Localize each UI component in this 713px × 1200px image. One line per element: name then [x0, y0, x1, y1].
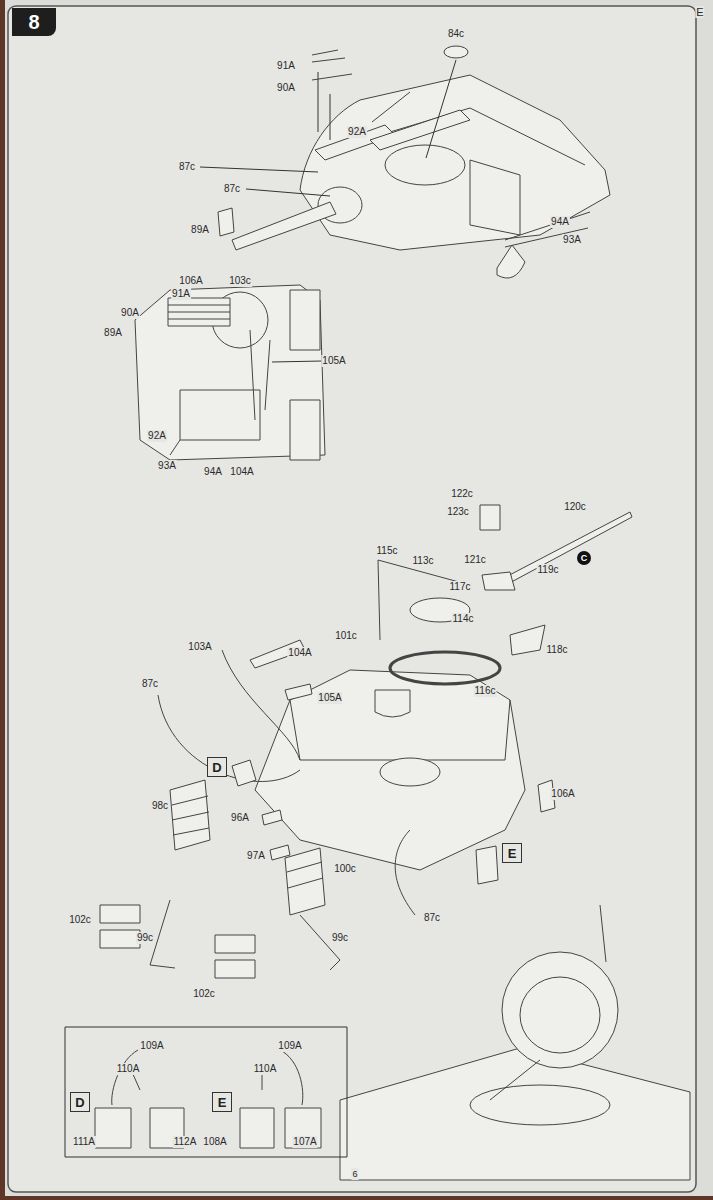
callout-number: 104A	[229, 466, 254, 478]
callout-number: 113c	[412, 555, 435, 567]
callout-number: 104A	[287, 647, 312, 659]
node-text: D	[75, 1095, 84, 1110]
node-text: D	[212, 760, 221, 775]
callout-number: 98c	[151, 800, 169, 812]
page-edge-letter: E	[695, 6, 704, 18]
callout-number: 110A	[253, 1063, 278, 1075]
callout-number: 102c	[192, 988, 216, 1000]
callout-number: 87c	[423, 912, 441, 924]
step-number: 8	[12, 8, 56, 36]
callout-number: 121c	[463, 554, 487, 566]
callout-number: 89A	[103, 327, 123, 339]
callout-number: 106A	[550, 788, 575, 800]
callout-number: 96A	[230, 812, 250, 824]
callout-number: 90A	[276, 82, 296, 94]
callout-number: 112A	[173, 1136, 198, 1148]
callout-number: 118c	[546, 644, 569, 656]
callout-number: 110A	[116, 1063, 141, 1075]
subassembly-tag: D	[70, 1092, 90, 1112]
turret-views	[65, 46, 690, 1180]
callout-number: 101c	[334, 630, 358, 642]
node-text: E	[508, 846, 517, 861]
subassembly-tag: E	[502, 843, 522, 863]
subassembly-tag: E	[212, 1092, 232, 1112]
subassembly-tag: D	[207, 757, 227, 777]
callout-number: 91A	[276, 60, 296, 72]
callout-number: 97A	[246, 850, 266, 862]
callout-number: 84c	[447, 28, 465, 40]
callout-number: 92A	[347, 126, 367, 138]
callout-number: 102c	[68, 914, 92, 926]
callout-number: 87c	[223, 183, 241, 195]
callout-number: 91A	[171, 288, 191, 300]
callout-number: 87c	[141, 678, 159, 690]
callout-number: 99c	[331, 932, 349, 944]
callout-number: 109A	[277, 1040, 302, 1052]
node-text: 8	[28, 11, 39, 34]
callout-number: 115c	[376, 545, 399, 557]
callout-number: 90A	[120, 307, 140, 319]
callout-number: 114c	[452, 613, 475, 625]
page-frame	[8, 6, 696, 1192]
callout-number: 103c	[228, 275, 252, 287]
callout-number: 93A	[562, 234, 582, 246]
callout-number: 93A	[157, 460, 177, 472]
callout-number: 107A	[292, 1136, 317, 1148]
callout-number: 108A	[202, 1136, 227, 1148]
callout-number: 92A	[147, 430, 167, 442]
callout-number: 89A	[190, 224, 210, 236]
callout-number: 106A	[178, 275, 203, 287]
callout-number: 87c	[178, 161, 196, 173]
callout-number: 105A	[321, 355, 346, 367]
subassembly-marker: C	[577, 551, 591, 565]
node-text: E	[218, 1095, 227, 1110]
callout-number: 94A	[203, 466, 223, 478]
callout-number: 105A	[317, 692, 342, 704]
callout-number: 123c	[446, 506, 470, 518]
callout-number: 117c	[449, 581, 472, 593]
callout-number: 100c	[333, 863, 357, 875]
callout-number: 116c	[474, 685, 497, 697]
callout-number: 122c	[450, 488, 474, 500]
page-number: 6	[351, 1168, 358, 1180]
callout-number: 120c	[563, 501, 587, 513]
callout-number: 111A	[72, 1136, 96, 1148]
callout-number: 103A	[187, 641, 212, 653]
paper	[5, 0, 713, 1196]
callout-number: 109A	[139, 1040, 164, 1052]
callout-number: 94A	[550, 216, 570, 228]
node-text: C	[581, 553, 588, 563]
callout-number: 119c	[537, 564, 560, 576]
callout-number: 99c	[136, 932, 154, 944]
